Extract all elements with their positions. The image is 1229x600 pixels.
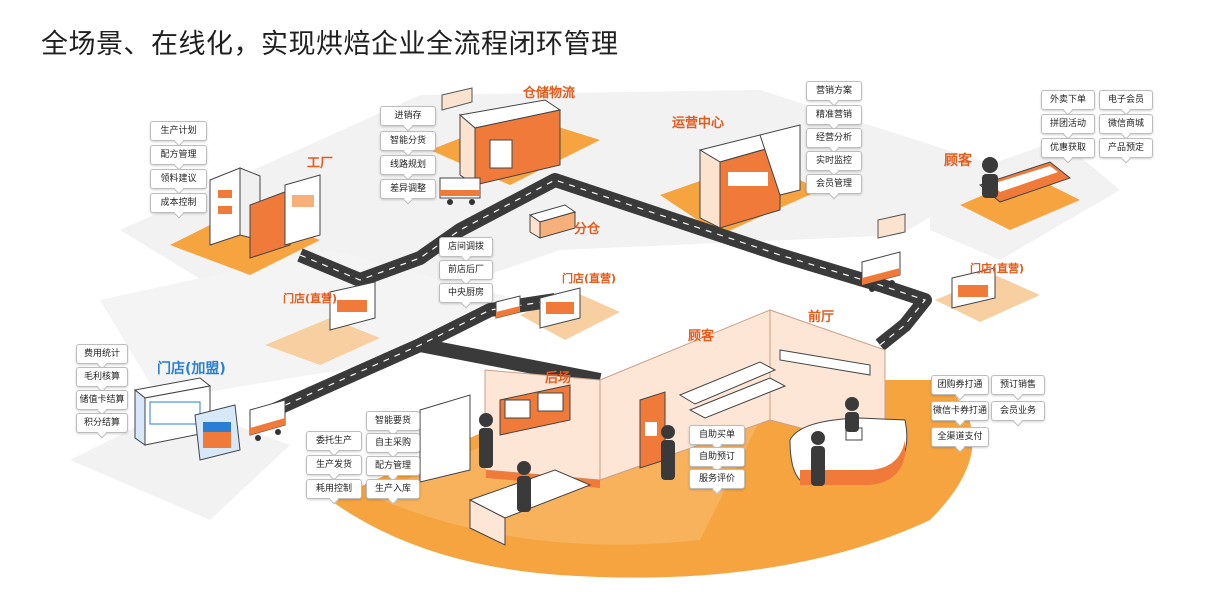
tag-variance-adjust: 差异调整 xyxy=(380,179,436,199)
truck-warehouse xyxy=(439,177,481,205)
tag-stored-card-settle: 储值卡结算 xyxy=(76,390,128,410)
tag-smart-allocation: 智能分货 xyxy=(380,131,436,151)
tag-precision-marketing: 精准营销 xyxy=(806,105,862,125)
customer-pad xyxy=(960,175,1080,230)
tag-smart-ordering: 智能要货 xyxy=(366,411,420,431)
tag-expense-stats: 费用统计 xyxy=(76,344,128,364)
backroom-label: 后场 xyxy=(545,371,572,386)
tag-business-analysis: 经营分析 xyxy=(806,128,862,148)
tag-picking-advice: 领料建议 xyxy=(150,169,207,189)
tag-route-planning: 线路规划 xyxy=(380,155,436,175)
ops-center-building xyxy=(698,124,801,229)
tag-group-voucher: 团购券打通 xyxy=(931,375,989,395)
tag-marketing-plan: 营销方案 xyxy=(806,81,862,101)
customer-phone xyxy=(978,157,1072,203)
store-franchise-label: 门店(加盟) xyxy=(157,361,226,377)
tag-product-preorder: 产品预定 xyxy=(1099,138,1153,158)
store-direct-right-label: 门店(直营) xyxy=(970,262,1025,275)
truck-right xyxy=(861,251,901,292)
warehouse-building xyxy=(458,99,562,186)
small-container-top xyxy=(441,87,473,111)
store-left-building xyxy=(329,281,376,331)
ops-center-label: 运营中心 xyxy=(672,116,725,131)
tag-front-store-back-factory: 前店后厂 xyxy=(439,260,493,280)
tag-production-plan: 生产计划 xyxy=(150,121,207,141)
tag-self-checkout: 自助买单 xyxy=(689,425,745,445)
store-right-building xyxy=(951,267,996,309)
branch-container xyxy=(528,204,577,239)
tag-realtime-monitor: 实时监控 xyxy=(806,151,862,171)
small-box-right xyxy=(877,213,906,239)
tag-inventory: 进销存 xyxy=(380,106,436,126)
front-hall-label: 前厅 xyxy=(808,310,835,325)
tag-production-shipping: 生产发货 xyxy=(306,455,362,475)
warehouse-label: 仓储物流 xyxy=(523,86,576,101)
tag-store-transfer: 店间调拨 xyxy=(439,237,493,257)
truck-left xyxy=(249,399,286,441)
tag-preorder-sales: 预订销售 xyxy=(991,375,1045,395)
store-mid-building xyxy=(539,287,581,329)
tag-service-review: 服务评价 xyxy=(689,469,745,489)
tag-omnichannel-pay: 全渠道支付 xyxy=(931,427,989,447)
tag-outsourced-production: 委托生产 xyxy=(306,431,362,451)
tag-consumption-control: 耗用控制 xyxy=(306,479,362,499)
customer-area-label: 顾客 xyxy=(688,329,715,344)
factory-label: 工厂 xyxy=(307,156,334,171)
tag-coupon: 优惠获取 xyxy=(1041,138,1095,158)
tag-self-reserve: 自助预订 xyxy=(689,447,745,467)
tag-group-buy: 拼团活动 xyxy=(1041,114,1095,134)
tag-production-storage: 生产入库 xyxy=(366,479,420,499)
backroom-racks xyxy=(419,384,571,483)
display-shelves xyxy=(678,349,871,419)
store-direct-mid-label: 门店(直营) xyxy=(562,272,617,285)
tag-cost-control: 成本控制 xyxy=(150,193,207,213)
tag-member-business: 会员业务 xyxy=(991,401,1045,421)
branch-warehouse-label: 分仓 xyxy=(574,222,601,237)
tag-recipe-mgmt: 配方管理 xyxy=(150,145,207,165)
road-markings xyxy=(251,179,927,421)
tag-takeaway-order: 外卖下单 xyxy=(1041,90,1095,110)
truck-mid xyxy=(495,295,521,319)
tag-e-member: 电子会员 xyxy=(1099,90,1153,110)
tag-central-kitchen: 中央厨房 xyxy=(439,283,493,303)
tag-wechat-card-voucher: 微信卡券打通 xyxy=(931,401,989,421)
page-title: 全场景、在线化，实现烘焙企业全流程闭环管理 xyxy=(41,29,619,60)
tag-member-mgmt: 会员管理 xyxy=(806,174,862,194)
platform-middle xyxy=(100,250,520,400)
factory-buildings xyxy=(209,167,321,259)
tag-self-purchase: 自主采购 xyxy=(366,433,420,453)
franchise-building xyxy=(133,377,241,461)
tag-points-settle: 积分结算 xyxy=(76,413,128,433)
store-direct-left-label: 门店(直营) xyxy=(283,292,338,305)
store-left-pad xyxy=(265,318,380,365)
people xyxy=(479,397,859,512)
tag-recipe-mgmt-kitchen: 配方管理 xyxy=(366,456,420,476)
tag-margin-accounting: 毛利核算 xyxy=(76,367,128,387)
tag-wechat-mall: 微信商城 xyxy=(1099,114,1153,134)
customer-top-label: 顾客 xyxy=(944,153,972,169)
